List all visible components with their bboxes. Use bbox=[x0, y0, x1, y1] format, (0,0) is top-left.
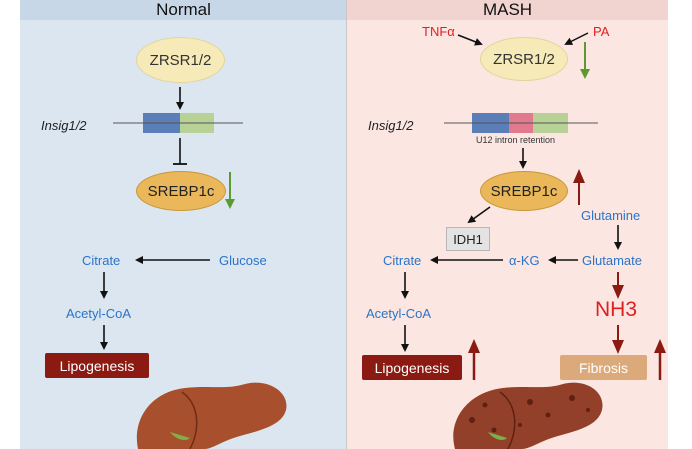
normal-acetylcoa-label: Acetyl-CoA bbox=[66, 306, 132, 321]
mash-citrate-label: Citrate bbox=[383, 253, 422, 268]
normal-header: Normal bbox=[20, 0, 347, 20]
pa-label: PA bbox=[593, 24, 610, 39]
normal-gene-label: Insig1/2 bbox=[41, 118, 87, 133]
normal-srebp-node: SREBP1c bbox=[136, 171, 226, 211]
mash-zrsr-node: ZRSR1/2 bbox=[480, 37, 568, 81]
normal-lipogenesis-box: Lipogenesis bbox=[45, 353, 149, 378]
mash-gene-label: Insig1/2 bbox=[368, 118, 414, 133]
u12-retention-label: U12 intron retention bbox=[476, 135, 556, 145]
panel-divider bbox=[346, 0, 347, 449]
normal-glucose-label: Glucose bbox=[219, 253, 267, 268]
glutamate-label: Glutamate bbox=[582, 253, 642, 268]
srebp-to-idh1-arrow bbox=[467, 206, 491, 224]
fibrosis-box: Fibrosis bbox=[560, 355, 647, 380]
mash-srebp-node: SREBP1c bbox=[480, 171, 568, 211]
glutamine-label: Glutamine bbox=[581, 208, 641, 223]
normal-citrate-label: Citrate bbox=[82, 253, 121, 268]
tnf-to-zrsr-arrow bbox=[457, 34, 483, 46]
mash-header: MASH bbox=[347, 0, 668, 20]
diseased-liver-icon bbox=[453, 382, 603, 449]
healthy-liver-icon bbox=[136, 382, 287, 449]
mash-acetylcoa-label: Acetyl-CoA bbox=[366, 306, 432, 321]
normal-zrsr-node: ZRSR1/2 bbox=[136, 37, 225, 83]
idh1-box: IDH1 bbox=[446, 227, 490, 251]
tnf-alpha-label: TNFα bbox=[422, 24, 455, 39]
mash-lipogenesis-box: Lipogenesis bbox=[362, 355, 462, 380]
pa-to-zrsr-arrow bbox=[564, 32, 589, 45]
nh3-label: NH3 bbox=[595, 298, 638, 321]
akg-label: α-KG bbox=[509, 253, 540, 268]
